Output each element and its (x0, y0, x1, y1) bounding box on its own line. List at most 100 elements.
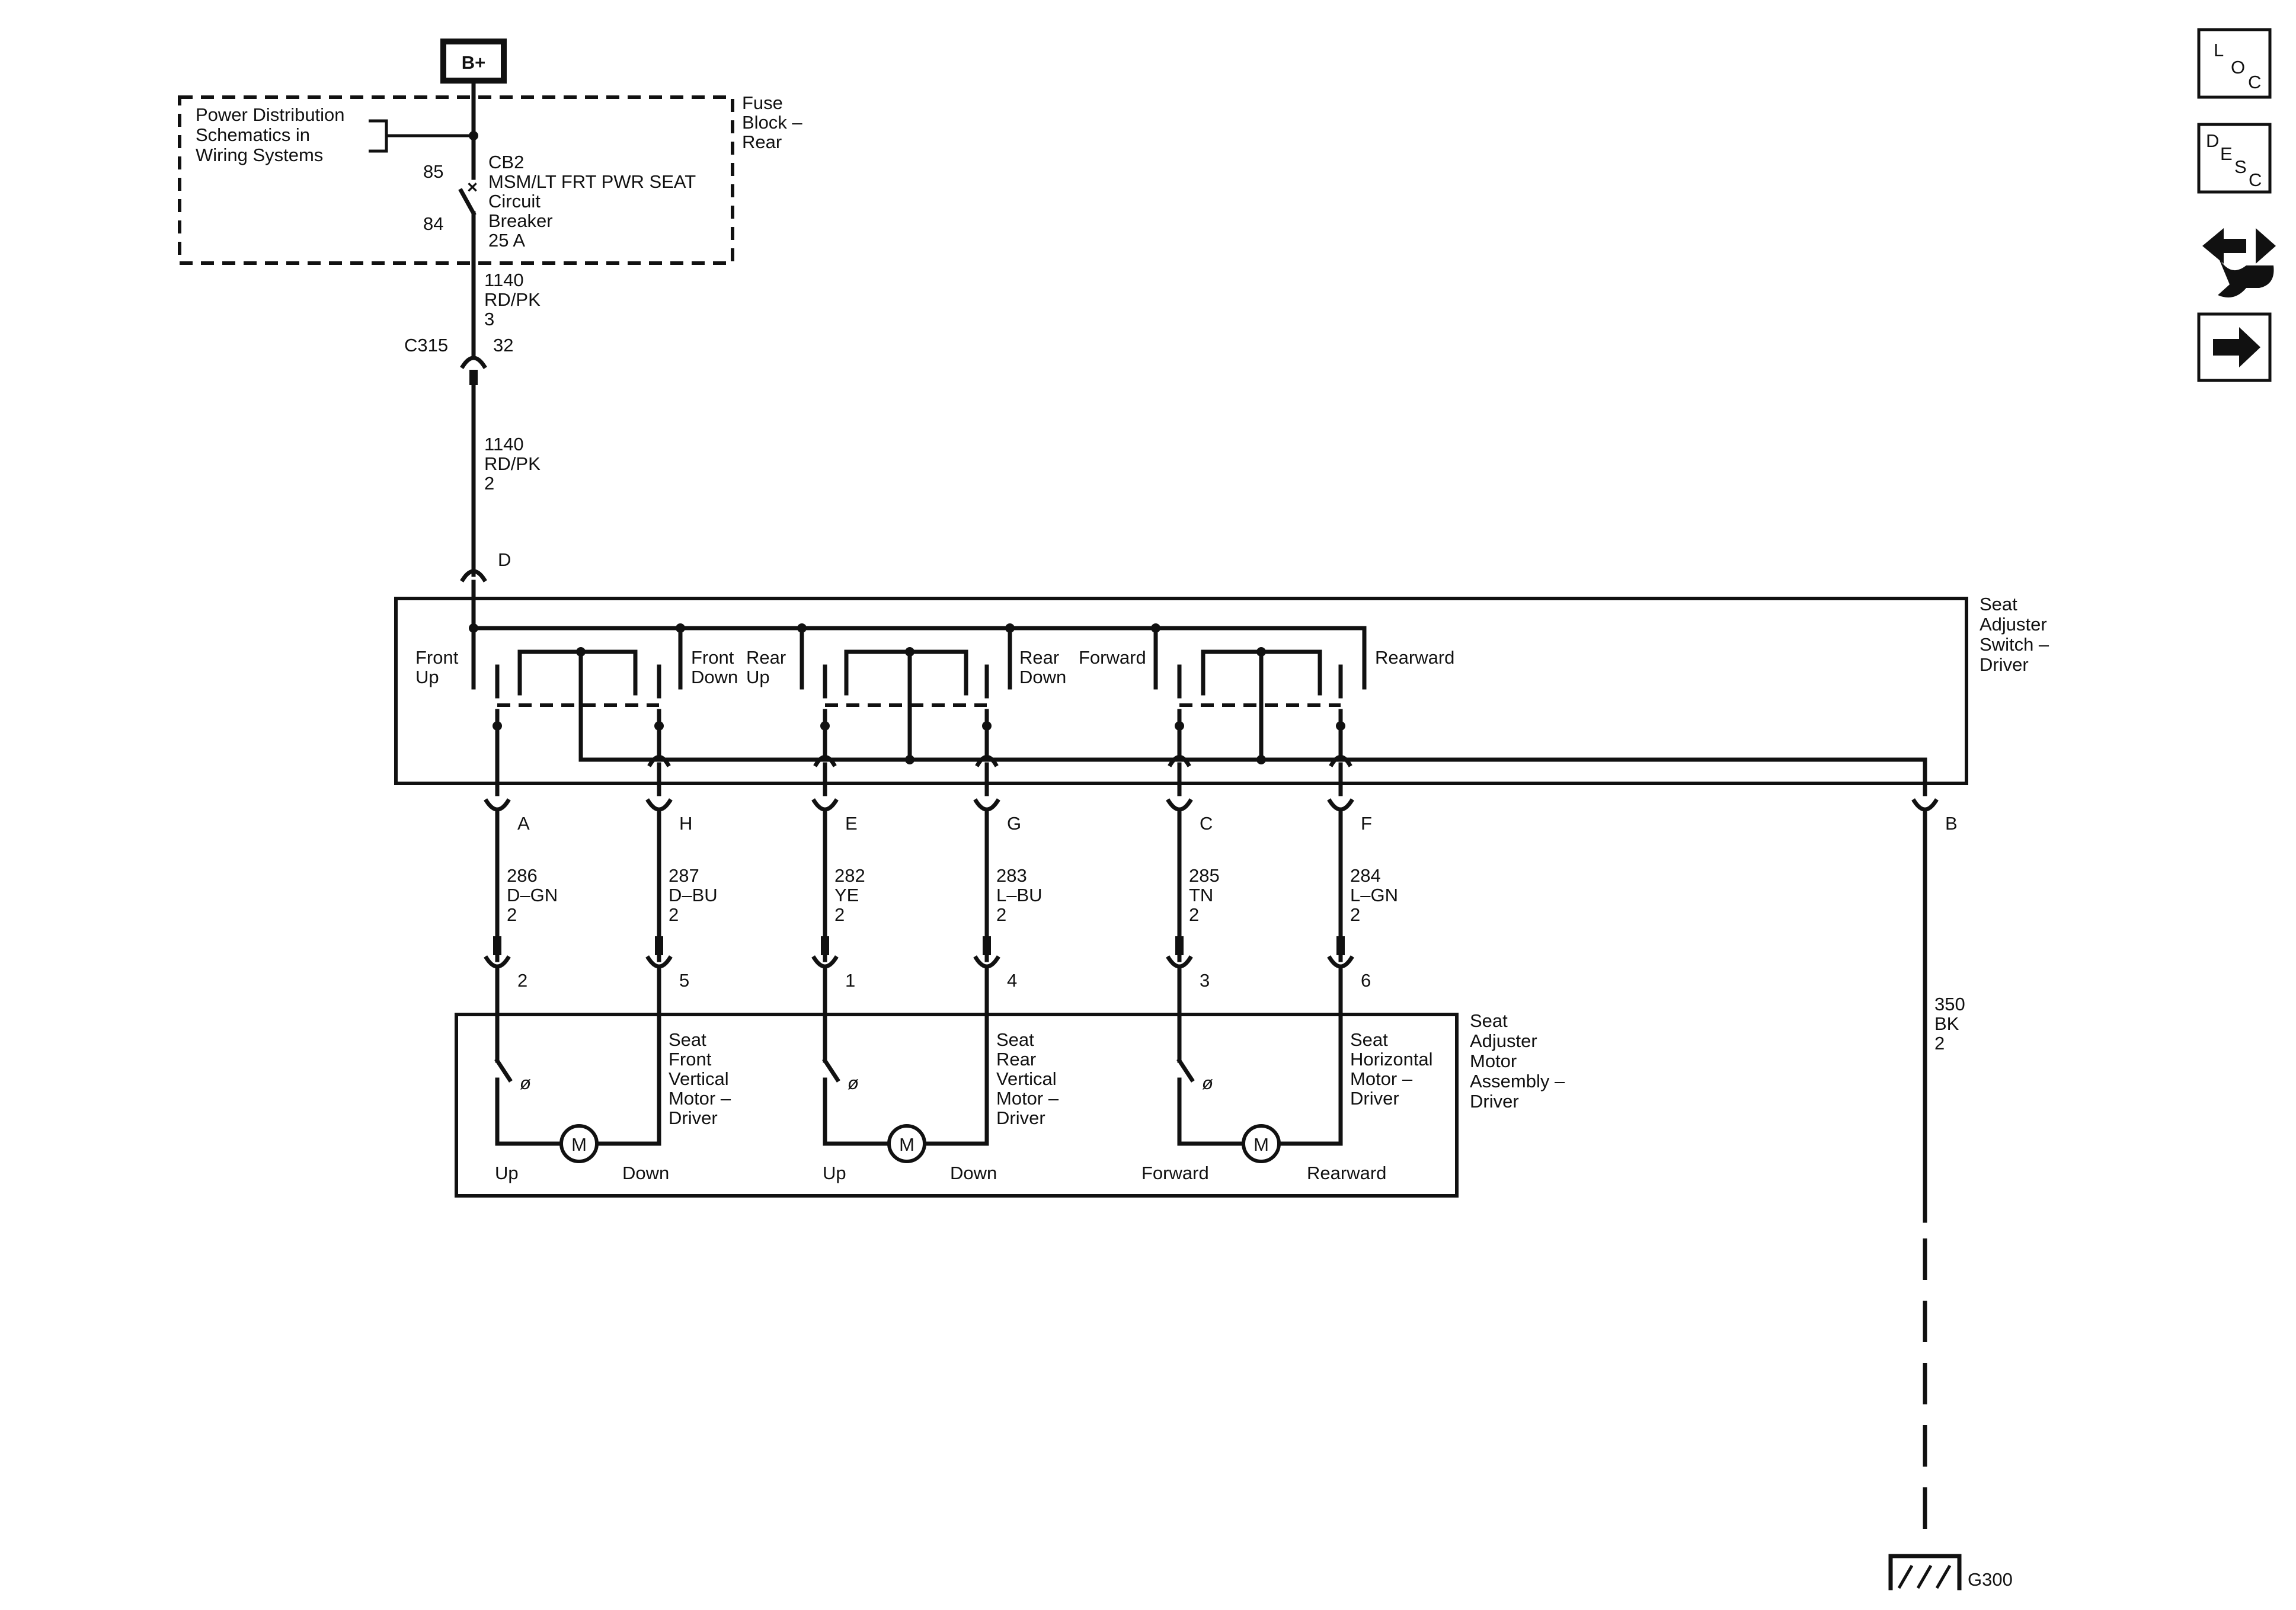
label-rear: Rear (746, 647, 786, 668)
battery-positive-box (440, 39, 507, 84)
seat-adjuster-motor-assembly: Seat Adjuster Motor Assembly – Driver ø … (455, 1010, 1565, 1198)
wire-286-color: D–GN (507, 885, 558, 905)
breaker-pin-in: 85 (423, 161, 443, 182)
breaker-id: CB2 (488, 152, 524, 172)
connector-c315-female (460, 356, 487, 369)
loc-letter-l: L (2214, 40, 2224, 60)
wire-285-color: TN (1189, 885, 1213, 905)
label-front-2: Front (691, 647, 734, 668)
motor-2-label: M (899, 1134, 914, 1155)
wire-286-circuit: 286 (507, 865, 538, 886)
power-distribution-ref-2[interactable]: Schematics in (196, 124, 310, 145)
harness-wires: A 286 D–GN 2 2 H 287 D–BU 2 5 E 282 (484, 798, 1965, 1547)
next-button[interactable] (2197, 312, 2272, 382)
description-icon[interactable] (2197, 123, 2272, 194)
thermal-limit-icon-2: ø (848, 1073, 859, 1093)
motor-assembly-title-4: Assembly – (1470, 1071, 1565, 1092)
wire-287-size: 2 (669, 904, 679, 925)
motor-pin-6-symbol (1327, 955, 1354, 969)
motor-3-title-4: Driver (1350, 1088, 1399, 1109)
motor-1-title-4: Motor – (669, 1088, 731, 1109)
motor-pin-3: 3 (1200, 970, 1210, 991)
switch-pin-d-symbol (460, 569, 487, 582)
motor-1-up-label: Up (495, 1163, 519, 1183)
switch-section-front (493, 647, 671, 796)
wire-282: E 282 YE 2 1 (811, 798, 865, 1063)
motor-1-title-5: Driver (669, 1108, 718, 1128)
motor-assembly-title-1: Seat (1470, 1010, 1508, 1031)
motor-2-title-5: Driver (996, 1108, 1045, 1128)
motor-1-title-2: Front (669, 1049, 712, 1070)
connector-c315-name[interactable]: C315 (404, 335, 448, 356)
feed-upper-color: RD/PK (484, 289, 541, 310)
switch-pin-h-symbol (645, 798, 673, 812)
switch-pin-d: D (498, 549, 511, 570)
label-down: Down (691, 667, 738, 687)
wire-287-color: D–BU (669, 885, 718, 905)
wire-283-circuit: 283 (996, 865, 1027, 886)
motor-3-title-2: Horizontal (1350, 1049, 1433, 1070)
switch-pin-h: H (679, 813, 692, 834)
breaker-label-4: Breaker (488, 210, 553, 231)
label-up: Up (415, 667, 439, 687)
motor-3-forward-label: Forward (1141, 1163, 1209, 1183)
power-distribution-ref-3[interactable]: Wiring Systems (196, 145, 323, 165)
connector-end-view-button[interactable] (2202, 228, 2276, 297)
desc-letter-e: E (2220, 143, 2233, 164)
switch-pin-g-symbol (973, 798, 1000, 812)
breaker-pin-out: 84 (423, 213, 443, 234)
crossover-c (1168, 755, 1191, 767)
nav-loc-button[interactable]: L O C (2197, 28, 2272, 99)
wire-286: A 286 D–GN 2 2 (484, 798, 558, 1063)
ground-name[interactable]: G300 (1968, 1569, 2013, 1590)
ground-hatch-2 (1916, 1564, 1933, 1589)
motor-pin-2-symbol (484, 955, 511, 969)
motor-2-title-4: Motor – (996, 1088, 1059, 1109)
switch-title-3: Switch – (1980, 634, 2049, 655)
motor-pin-5-symbol (645, 955, 673, 969)
splice-dot (469, 131, 478, 140)
location-icon[interactable] (2197, 28, 2272, 99)
breaker-name: MSM/LT FRT PWR SEAT (488, 171, 696, 192)
motor-1-title-3: Vertical (669, 1068, 729, 1089)
feed-lower-color: RD/PK (484, 453, 541, 474)
crossover-g (975, 755, 999, 767)
power-distribution-ref-1[interactable]: Power Distribution (196, 104, 345, 125)
wire-286-size: 2 (507, 904, 517, 925)
ground-hatch-3 (1935, 1564, 1952, 1589)
wire-350: B 350 BK 2 (1911, 798, 1965, 1547)
desc-letter-s: S (2234, 156, 2247, 177)
feed-upper-size: 3 (484, 309, 494, 329)
motor-pin-1-symbol (811, 955, 839, 969)
limit-switch-arm-3 (1176, 1058, 1195, 1083)
switch-section-rear (813, 647, 999, 796)
fuse-block-label-2: Block – (742, 112, 802, 133)
motor-pin-5: 5 (679, 970, 689, 991)
motor-pin-3-symbol (1166, 955, 1193, 969)
wrench-shape (2218, 256, 2274, 297)
reference-bracket (369, 119, 388, 153)
motor-pin-1: 1 (845, 970, 855, 991)
ground-link-2 (844, 649, 968, 696)
motor-pin-2: 2 (517, 970, 527, 991)
switch-pin-a-symbol (484, 798, 511, 812)
connector-end-view-icon[interactable] (2202, 228, 2276, 297)
desc-letter-d: D (2206, 130, 2219, 151)
switch-pin-b-symbol (1911, 798, 1939, 812)
nav-desc-button[interactable]: D E S C (2197, 123, 2272, 194)
connector-c315-pin: 32 (493, 335, 513, 356)
double-arrow-left (2202, 228, 2246, 264)
motor-2-title-1: Seat (996, 1029, 1034, 1050)
ground-g300: G300 (1888, 1554, 2013, 1590)
switch-pin-g: G (1007, 813, 1021, 834)
breaker-label-3: Circuit (488, 191, 541, 212)
wire-283: G 283 L–BU 2 4 (973, 798, 1043, 1146)
motor-2-title-3: Vertical (996, 1068, 1057, 1089)
motor-3-title-3: Motor – (1350, 1068, 1413, 1089)
motor-3-title-1: Seat (1350, 1029, 1388, 1050)
motor-3-label: M (1253, 1134, 1269, 1155)
motor-assembly-title-5: Driver (1470, 1091, 1519, 1112)
fuse-block-label-1: Fuse (742, 92, 783, 113)
switch-pin-b: B (1945, 813, 1958, 834)
limit-switch-arm-2 (822, 1058, 840, 1083)
